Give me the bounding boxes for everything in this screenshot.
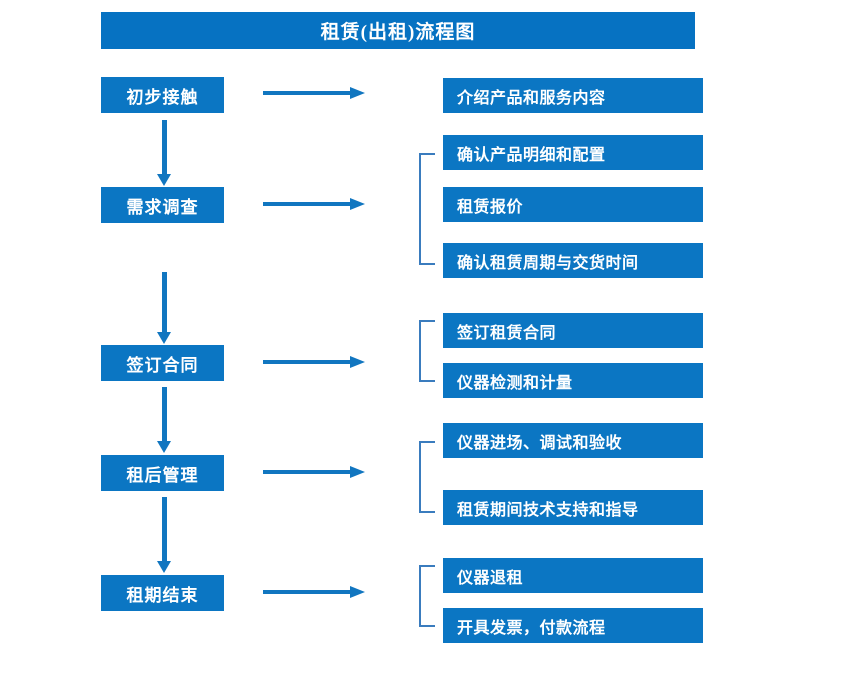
arrow-head xyxy=(157,174,171,186)
detail-box-3-2[interactable]: 仪器检测和计量 xyxy=(443,363,703,398)
chart-title: 租赁(出租)流程图 xyxy=(101,12,695,49)
detail-box-1-1[interactable]: 介绍产品和服务内容 xyxy=(443,78,703,113)
arrow-right-5 xyxy=(263,584,365,600)
stage-box-4[interactable]: 租后管理 xyxy=(101,455,224,491)
detail-box-4-2[interactable]: 租赁期间技术支持和指导 xyxy=(443,490,703,525)
arrow-shaft xyxy=(162,387,167,441)
arrow-down-3 xyxy=(157,387,171,453)
stage-box-2[interactable]: 需求调查 xyxy=(101,187,224,223)
arrow-down-4 xyxy=(157,497,171,573)
arrow-shaft xyxy=(263,590,351,594)
detail-box-3-1[interactable]: 签订租赁合同 xyxy=(443,313,703,348)
detail-box-5-1[interactable]: 仪器退租 xyxy=(443,558,703,593)
arrow-shaft xyxy=(263,470,351,474)
arrow-head xyxy=(157,561,171,573)
arrow-right-3 xyxy=(263,354,365,370)
arrow-shaft xyxy=(263,360,351,364)
detail-box-2-3[interactable]: 确认租赁周期与交货时间 xyxy=(443,243,703,278)
stage-box-5[interactable]: 租期结束 xyxy=(101,575,224,611)
arrow-head xyxy=(350,586,365,598)
arrow-shaft xyxy=(263,202,351,206)
stage-box-1[interactable]: 初步接触 xyxy=(101,77,224,113)
detail-box-5-2[interactable]: 开具发票，付款流程 xyxy=(443,608,703,643)
stage-box-3[interactable]: 签订合同 xyxy=(101,345,224,381)
arrow-shaft xyxy=(162,497,167,561)
arrow-right-2 xyxy=(263,196,365,212)
group-bracket-4 xyxy=(419,441,435,513)
arrow-right-1 xyxy=(263,85,365,101)
arrow-head xyxy=(350,87,365,99)
group-bracket-5 xyxy=(419,565,435,627)
group-bracket-2 xyxy=(419,153,435,265)
group-bracket-3 xyxy=(419,320,435,382)
arrow-head xyxy=(157,441,171,453)
arrow-shaft xyxy=(263,91,351,95)
arrow-shaft xyxy=(162,120,167,174)
arrow-down-2 xyxy=(157,272,171,344)
arrow-head xyxy=(157,332,171,344)
arrow-right-4 xyxy=(263,464,365,480)
arrow-head xyxy=(350,466,365,478)
detail-box-2-2[interactable]: 租赁报价 xyxy=(443,187,703,222)
arrow-down-1 xyxy=(157,120,171,186)
arrow-shaft xyxy=(162,272,167,332)
detail-box-4-1[interactable]: 仪器进场、调试和验收 xyxy=(443,423,703,458)
arrow-head xyxy=(350,198,365,210)
detail-box-2-1[interactable]: 确认产品明细和配置 xyxy=(443,135,703,170)
arrow-head xyxy=(350,356,365,368)
